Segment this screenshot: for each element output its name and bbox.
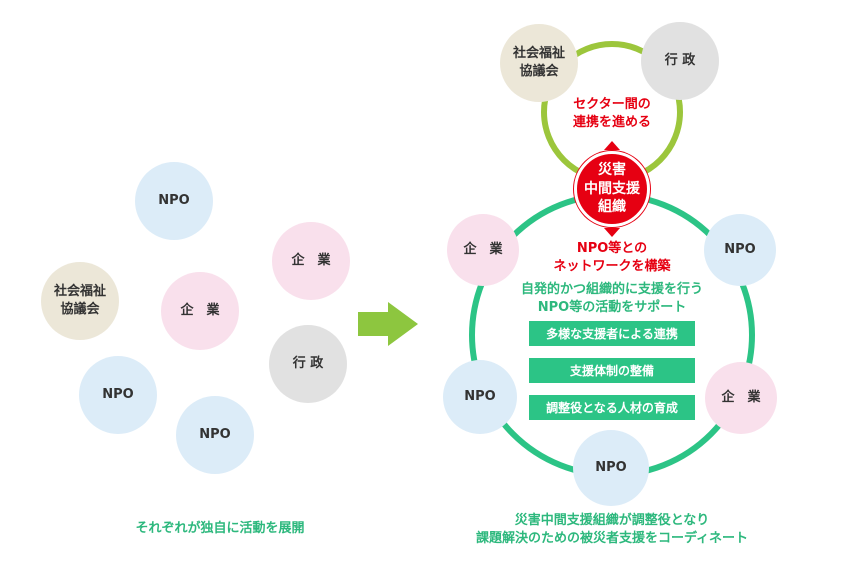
right-npo-left: NPO bbox=[443, 360, 517, 434]
right-npo-right: NPO bbox=[704, 214, 776, 286]
network-note: NPO等とのネットワークを構築 bbox=[553, 241, 671, 275]
right-government: 行 政 bbox=[641, 22, 719, 100]
disaster-intermediary-support-org: 災害中間支援組織 bbox=[574, 151, 650, 227]
left-caption: それぞれが独自に活動を展開 bbox=[135, 521, 305, 536]
sector-cooperation-note: セクター間の連携を進める bbox=[572, 97, 651, 131]
right-corp-left: 企 業 bbox=[447, 214, 519, 286]
box-support-system: 支援体制の整備 bbox=[529, 358, 695, 383]
left-npo-3: NPO bbox=[176, 396, 254, 474]
up-triangle-icon bbox=[604, 141, 620, 150]
box-diverse-supporters: 多様な支援者による連携 bbox=[529, 321, 695, 346]
transition-arrow bbox=[358, 302, 418, 346]
left-corp-1: 企 業 bbox=[272, 222, 350, 300]
right-corp-right: 企 業 bbox=[705, 362, 777, 434]
left-corp-2: 企 業 bbox=[161, 272, 239, 350]
left-npo-1: NPO bbox=[135, 162, 213, 240]
right-npo-bottom: NPO bbox=[573, 430, 649, 506]
left-npo-2: NPO bbox=[79, 356, 157, 434]
right-caption: 災害中間支援組織が調整役となり課題解決のための被災者支援をコーディネート bbox=[475, 513, 749, 547]
right-welfare-council: 社会福祉協議会 bbox=[500, 24, 578, 102]
box-coordinator-training: 調整役となる人材の育成 bbox=[529, 395, 695, 420]
left-government: 行 政 bbox=[269, 325, 347, 403]
down-triangle-icon bbox=[604, 228, 620, 237]
left-welfare-council: 社会福祉協議会 bbox=[41, 262, 119, 340]
